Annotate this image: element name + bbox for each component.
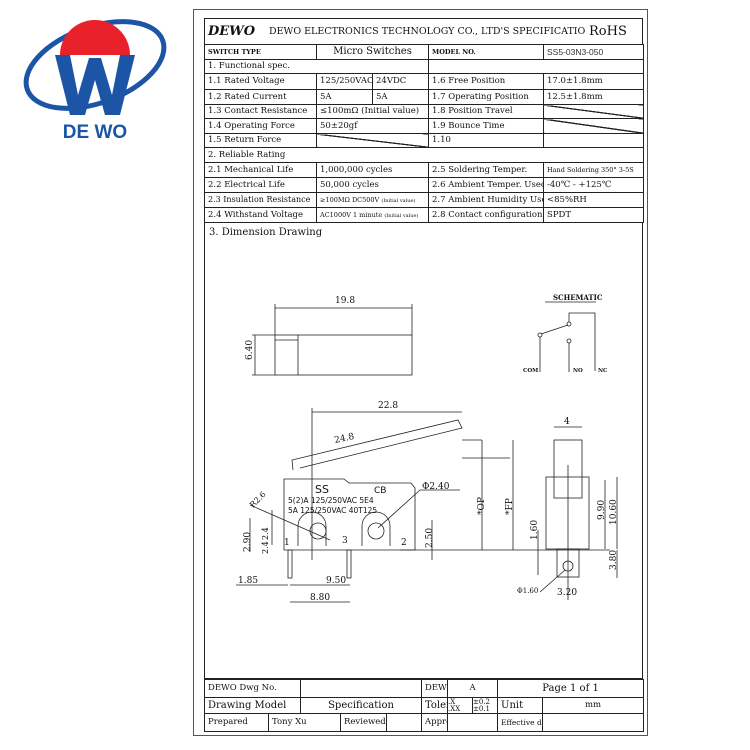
brand: DEWO	[204, 18, 266, 45]
drawing-line	[249, 504, 331, 541]
dim-3-80: 3.80	[609, 550, 619, 570]
tol-x-value: ±0.2	[473, 697, 491, 706]
dewo-logo: DE WO	[23, 19, 167, 143]
spec-value: SPDT	[543, 207, 644, 223]
dim-19-8: 19.8	[335, 296, 355, 306]
schematic-title: SCHEMATIC	[553, 293, 603, 302]
drawing-model-value: Specification	[299, 697, 423, 714]
pin-1: 1	[284, 538, 290, 548]
body-cb: CB	[374, 486, 386, 496]
drawing-line	[346, 549, 352, 579]
dim-9-50: 9.50	[326, 576, 346, 586]
tol-xx-value: ±0.1	[473, 704, 491, 713]
dim-2-4: 2.4	[261, 527, 270, 540]
dim-op: *OP	[477, 497, 487, 515]
drawing-line	[367, 522, 385, 540]
drawing-line	[566, 338, 572, 344]
drawing-line	[537, 332, 543, 338]
drawing-title: 3. Dimension Drawing	[209, 227, 323, 238]
drawing-line	[274, 334, 413, 376]
dim-3-20: 3.20	[557, 588, 577, 598]
prepared-label: Prepared	[204, 713, 269, 732]
unit-value: mm	[542, 697, 645, 714]
drawing-line	[361, 511, 391, 546]
body-brand: SS	[315, 483, 329, 496]
dim-2-90: 2.90	[243, 532, 253, 552]
drawing-area: 3. Dimension Drawing	[204, 222, 643, 679]
approved-label: Approved	[421, 713, 449, 732]
drawing-line	[568, 312, 596, 371]
dim-phi-1-60: Φ1.60	[517, 587, 538, 595]
page-number: Page 1 of 1	[497, 679, 645, 698]
dwg-no-label: DEWO Dwg No.	[204, 679, 301, 698]
tol-x: .X	[448, 697, 456, 706]
page-frame	[193, 9, 648, 736]
pin-3: 3	[342, 536, 348, 546]
drawing-line	[539, 569, 566, 593]
rohs-label: RoHS	[586, 18, 643, 45]
title-block: DEWO Dwg No. DEWO REVAPage 1 of 1 Drawing…	[204, 679, 645, 732]
drawing-line	[291, 419, 463, 471]
logo-text: DE WO	[63, 122, 127, 143]
dim-2-4b: 2.4	[261, 541, 270, 554]
drawing-line	[55, 55, 135, 115]
dim-phi-2-40: Φ2.40	[422, 482, 450, 492]
drawing-line	[545, 476, 590, 550]
dim-8-80: 8.80	[310, 593, 330, 603]
unit-label: Unit	[497, 697, 544, 714]
rev-value: A	[447, 679, 499, 698]
drawing-model-label: Drawing Model	[204, 697, 301, 714]
drawing-line	[283, 478, 416, 551]
drawing-line	[377, 489, 421, 529]
tolerance-label: Tolerance	[421, 697, 449, 714]
rev-label: DEWO REV	[421, 679, 449, 698]
spec-note: (Initial value)	[384, 212, 419, 219]
spec-value: ≥100MΩ DC500V	[320, 195, 380, 204]
effective-date-label: Effective date	[497, 713, 544, 732]
spec-label: 2.8 Contact configuration	[428, 207, 544, 223]
dim-9-90: 9.90	[597, 500, 607, 520]
body-rating-2: 5A 125/250VAC 40T125	[288, 506, 377, 515]
dim-24-8: 24.8	[334, 432, 356, 446]
dim-4: 4	[564, 417, 570, 427]
drawing-line	[297, 511, 327, 546]
spec-value: AC1000V 1 minute	[320, 210, 383, 219]
drawing-line	[566, 321, 572, 327]
spec-table: SWITCH TYPE Micro Switches MODEL NO. SS5…	[204, 44, 644, 223]
dim-10-60: 10.60	[609, 499, 619, 525]
dim-6-40: 6.40	[245, 340, 255, 360]
pin-2: 2	[401, 538, 407, 548]
schematic-com: COM	[523, 368, 538, 374]
dim-22-8: 22.8	[378, 401, 398, 411]
body-rating-1: 5(2)A 125/250VAC 5E4	[288, 496, 374, 505]
schematic-no: NO	[573, 368, 583, 374]
tol-xx: .XX	[448, 704, 461, 713]
dim-1-85: 1.85	[238, 576, 258, 586]
reviewed-label: Reviewed	[340, 713, 387, 732]
dim-2-50: 2.50	[425, 528, 435, 548]
dim-1-60: 1.60	[530, 520, 540, 540]
dim-fp: *FP	[505, 498, 515, 515]
spec-note: (Initial value)	[381, 197, 416, 204]
drawing-line	[60, 20, 130, 55]
drawing-line	[287, 549, 293, 579]
schematic-nc: NC	[598, 368, 608, 374]
prepared-value: Tony Xu	[268, 713, 341, 732]
dim-r2-6: R2.6	[248, 490, 268, 510]
drawing-line	[540, 324, 569, 335]
spec-header: DEWO DEWO ELECTRONICS TECHNOLOGY CO., LT…	[204, 18, 643, 45]
